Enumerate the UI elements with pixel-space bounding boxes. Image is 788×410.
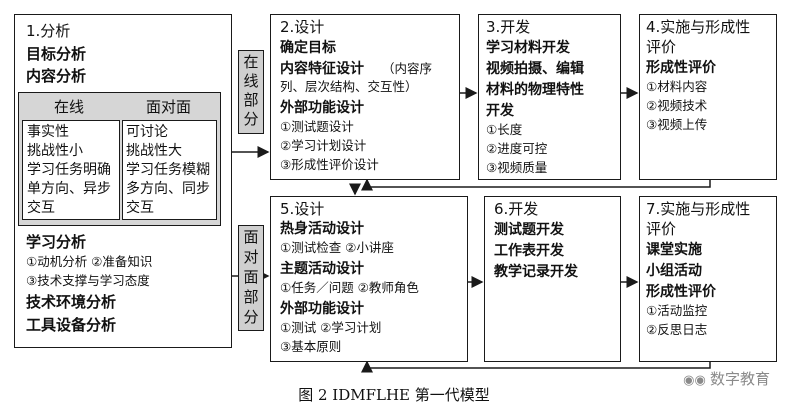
label-char: 部 — [243, 288, 259, 306]
online-design-title: 2.设计 — [280, 18, 325, 36]
f2f-design-warmup-items: ①测试检查 ②小讲座 — [280, 240, 394, 255]
online-develop-item: ③视频质量 — [486, 160, 548, 175]
analysis-title: 1.分析 — [26, 22, 71, 40]
online-develop-line: 学习材料开发 — [486, 40, 570, 56]
label-char: 对 — [243, 248, 259, 266]
online-develop-item: ②进度可控 — [486, 141, 548, 156]
f2f-part-label — [238, 225, 264, 331]
f2f-design-warmup: 热身活动设计 — [280, 221, 364, 237]
f2f-implement-item: ②反思日志 — [646, 322, 708, 337]
f2f-design-external: 外部功能设计 — [280, 301, 364, 317]
label-char: 线 — [243, 72, 259, 90]
f2f-develop-line: 教学记录开发 — [494, 264, 578, 280]
online-item: 事实性 — [27, 124, 69, 140]
f2f-item: 交互 — [126, 200, 154, 216]
online-develop-title: 3.开发 — [486, 18, 531, 36]
online-develop-box — [478, 14, 621, 180]
learning-analysis-items-2: ③技术支撑与学习态度 — [26, 273, 150, 288]
f2f-implement-item: ①活动监控 — [646, 303, 708, 318]
online-implement-item: ①材料内容 — [646, 79, 708, 94]
arrow-feedback-bottom — [361, 360, 711, 373]
watermark-text: 数字教育 — [709, 370, 770, 388]
online-develop-item: ①长度 — [486, 122, 523, 137]
learning-analysis-items-1: ①动机分析 ②准备知识 — [26, 254, 153, 269]
online-implement-line: 形成性评价 — [646, 60, 716, 76]
wechat-icon: ◉◉ — [683, 373, 710, 388]
tool-equipment-analysis: 工具设备分析 — [26, 316, 117, 334]
f2f-develop-box — [484, 196, 621, 362]
online-characteristics-box — [22, 120, 120, 220]
f2f-header: 面对面 — [146, 98, 192, 116]
online-implement-item: ③视频上传 — [646, 117, 708, 132]
f2f-design-theme: 主题活动设计 — [280, 261, 364, 277]
f2f-implement-line: 形成性评价 — [646, 284, 716, 300]
f2f-implement-title-2: 评价 — [646, 220, 677, 238]
learning-analysis: 学习分析 — [26, 233, 87, 251]
f2f-implement-box — [639, 196, 777, 362]
online-header: 在线 — [54, 98, 85, 116]
online-item: 学习任务明确 — [27, 162, 111, 178]
watermark: ◉◉ 数字教育 — [683, 368, 770, 389]
f2f-develop-title: 6.开发 — [494, 200, 539, 218]
f2f-item: 可讨论 — [126, 124, 168, 140]
online-design-content: 内容特征设计 — [280, 61, 364, 77]
figure-caption: 图 2 IDMFLHE 第一代模型 — [298, 386, 490, 404]
online-item: 单方向、异步 — [27, 181, 111, 197]
f2f-design-box — [270, 196, 468, 362]
online-design-item: ③形成性评价设计 — [280, 157, 379, 172]
online-item: 交互 — [27, 200, 55, 216]
label-char: 分 — [243, 308, 259, 326]
f2f-implement-title: 7.实施与形成性 — [646, 200, 751, 218]
f2f-characteristics-box — [122, 120, 217, 220]
f2f-design-external-items-2: ③基本原则 — [280, 339, 342, 354]
f2f-item: 挑战性大 — [126, 143, 182, 159]
online-design-content-note-2: 列、层次结构、交互性） — [280, 79, 418, 94]
online-part-label — [238, 50, 264, 134]
online-implement-title: 4.实施与形成性 — [646, 18, 751, 36]
online-design-item: ①测试题设计 — [280, 119, 354, 134]
f2f-item: 学习任务模糊 — [126, 162, 210, 178]
online-implement-box — [639, 14, 777, 180]
f2f-item: 多方向、同步 — [126, 181, 210, 197]
online-develop-line: 开发 — [486, 103, 514, 119]
online-develop-line: 视频拍摄、编辑 — [486, 61, 584, 77]
online-design-goal: 确定目标 — [280, 40, 336, 56]
label-char: 在 — [243, 53, 259, 71]
label-char: 面 — [243, 268, 259, 286]
online-design-content-note: （内容序 — [382, 61, 433, 76]
f2f-implement-line: 小组活动 — [646, 263, 702, 279]
online-design-external: 外部功能设计 — [280, 100, 364, 116]
online-implement-item: ②视频技术 — [646, 98, 708, 113]
arrow-feedback-top — [361, 178, 711, 191]
online-implement-title-2: 评价 — [646, 38, 677, 56]
tech-environment-analysis: 技术环境分析 — [26, 293, 117, 311]
f2f-design-theme-items: ①任务／问题 ②教师角色 — [280, 280, 419, 295]
online-design-box — [270, 14, 460, 180]
online-design-item: ②学习计划设计 — [280, 138, 367, 153]
online-item: 挑战性小 — [27, 143, 83, 159]
label-char: 部 — [243, 91, 259, 109]
label-char: 分 — [243, 110, 259, 128]
f2f-develop-line: 测试题开发 — [494, 222, 564, 238]
f2f-implement-line: 课堂实施 — [646, 242, 702, 258]
online-develop-line: 材料的物理特性 — [486, 82, 584, 98]
label-char: 面 — [243, 228, 259, 246]
goal-analysis: 目标分析 — [26, 45, 87, 63]
f2f-develop-line: 工作表开发 — [494, 243, 564, 259]
f2f-design-external-items: ①测试 ②学习计划 — [280, 320, 382, 335]
f2f-design-title: 5.设计 — [280, 200, 325, 218]
content-analysis: 内容分析 — [26, 67, 87, 85]
